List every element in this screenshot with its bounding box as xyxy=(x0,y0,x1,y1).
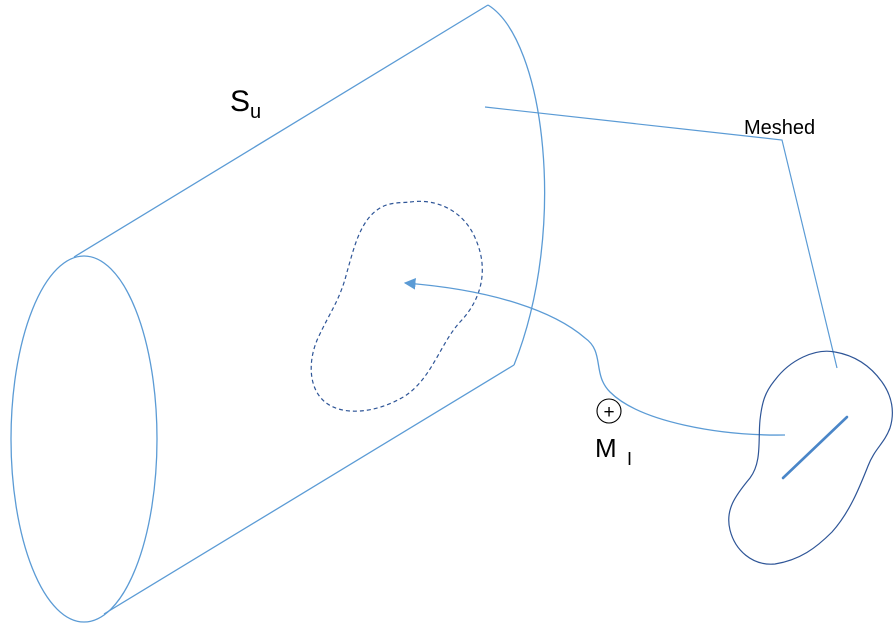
surface-label-subscript: u xyxy=(250,101,261,123)
meshed-leader-line xyxy=(484,106,838,369)
meshed-label: Meshed xyxy=(744,117,815,139)
marker-label-main: M xyxy=(595,433,617,463)
mapping-arrow xyxy=(403,277,786,436)
cylinder-top-edge xyxy=(73,4,489,258)
origin-marker-plus: + xyxy=(603,402,614,423)
tool-blob xyxy=(728,350,893,565)
marker-label: M I xyxy=(595,433,632,469)
marker-label-subscript: I xyxy=(627,449,632,469)
surface-label: S u xyxy=(230,85,261,123)
surface-label-main: S xyxy=(230,85,250,118)
origin-marker-circle xyxy=(596,398,622,424)
cylinder xyxy=(10,4,546,623)
cylinder-back-arc xyxy=(487,4,546,366)
cylinder-bottom-edge xyxy=(103,364,515,615)
tool-edge-line xyxy=(781,415,849,480)
cylinder-front-ellipse xyxy=(10,255,158,623)
projected-patch-dashed xyxy=(310,200,483,412)
